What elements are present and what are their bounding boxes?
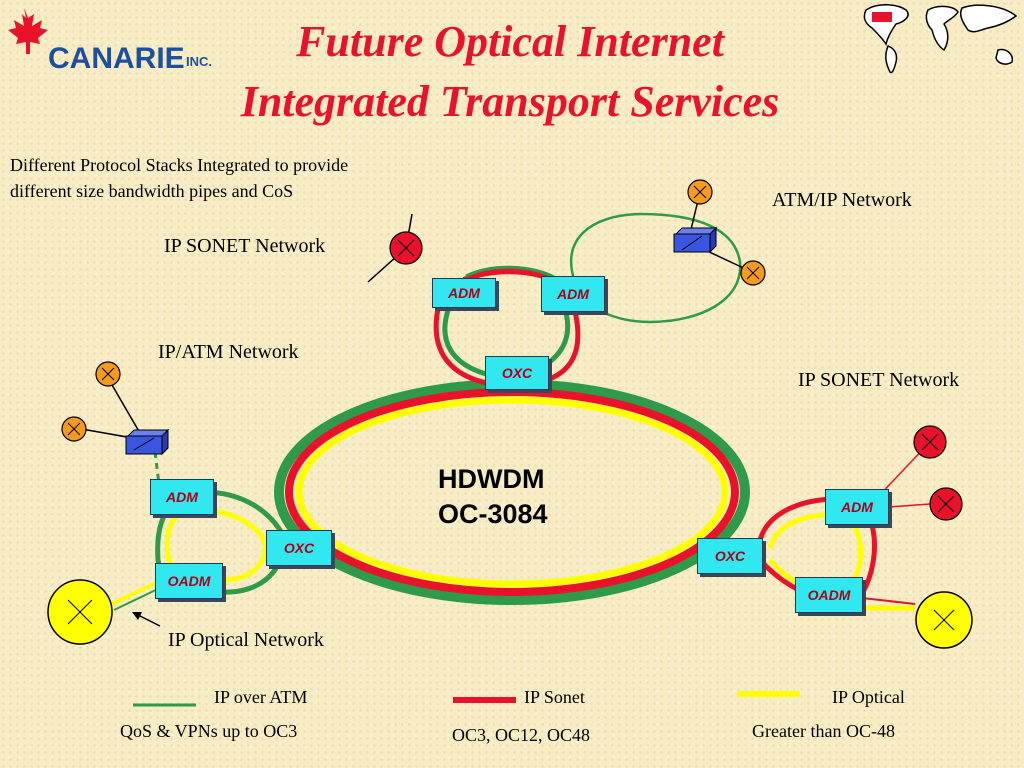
router-orange-top-2-icon [740,260,766,286]
legend-optical-label: IP Optical [832,687,905,707]
atm-switch-top-icon [673,226,718,254]
logo-text: CANARIE [48,42,185,75]
label-ip-sonet-right: IP SONET Network [798,369,960,391]
label-ip-sonet-top: IP SONET Network [164,235,326,257]
page-title-line-1: Future Optical Internet [296,17,724,66]
left-optical-link [111,580,159,606]
core-label-line-2: OC-3084 [438,499,548,529]
router-red-right-2-icon [929,487,963,521]
top-ring-arc-green [465,265,557,280]
canarie-logo: CANARIE INC. [0,8,230,78]
router-orange-top-1-icon [687,179,713,205]
atm-ip-loop [569,212,742,324]
router-optical-right-icon [915,591,973,649]
legend-sonet-label: IP Sonet [524,687,585,707]
right-red-link [861,597,916,605]
core-ring-sonet [285,388,739,596]
legend-sonet-detail: OC3, OC12, OC48 [452,725,591,745]
node-adm-top-left: ADM [432,278,496,308]
world-map-icon [863,4,1018,74]
legend-atm-detail: QoS & VPNs up to OC3 [120,721,298,741]
node-adm-left: ADM [150,479,214,515]
left-ring-green [155,490,286,595]
router-red-top-icon [389,231,423,265]
left-ring-yellow [164,507,268,583]
label-ip-optical: IP Optical Network [168,629,324,651]
label-ip-atm: IP/ATM Network [158,341,299,363]
legend-atm-label: IP over ATM [214,687,308,707]
node-adm-top-right: ADM [541,276,605,312]
node-adm-right: ADM [825,489,889,525]
left-atm-optical-link [113,587,161,611]
atm-switch-left-icon [125,428,170,456]
node-oadm-right: OADM [795,577,863,613]
logo-suffix: INC. [186,54,212,69]
maple-leaf-icon [8,8,48,54]
node-oxc-left: OXC [266,530,332,566]
router-optical-left-icon [47,579,113,645]
node-oxc-top: OXC [485,356,549,390]
node-oxc-right: OXC [697,538,763,574]
node-oadm-left: OADM [155,563,223,599]
router-red-right-1-icon [913,425,947,459]
router-orange-left-2-icon [61,416,87,442]
label-atm-ip: ATM/IP Network [772,189,912,211]
core-label: HDWDM OC-3084 [438,462,588,532]
core-label-line-1: HDWDM [438,464,545,494]
legend-optical-detail: Greater than OC-48 [752,721,895,741]
description-text: Different Protocol Stacks Integrated to … [10,155,349,201]
core-ring-optical [295,396,729,588]
router-orange-left-1-icon [95,361,121,387]
page-title-line-2: Integrated Transport Services [240,77,780,126]
